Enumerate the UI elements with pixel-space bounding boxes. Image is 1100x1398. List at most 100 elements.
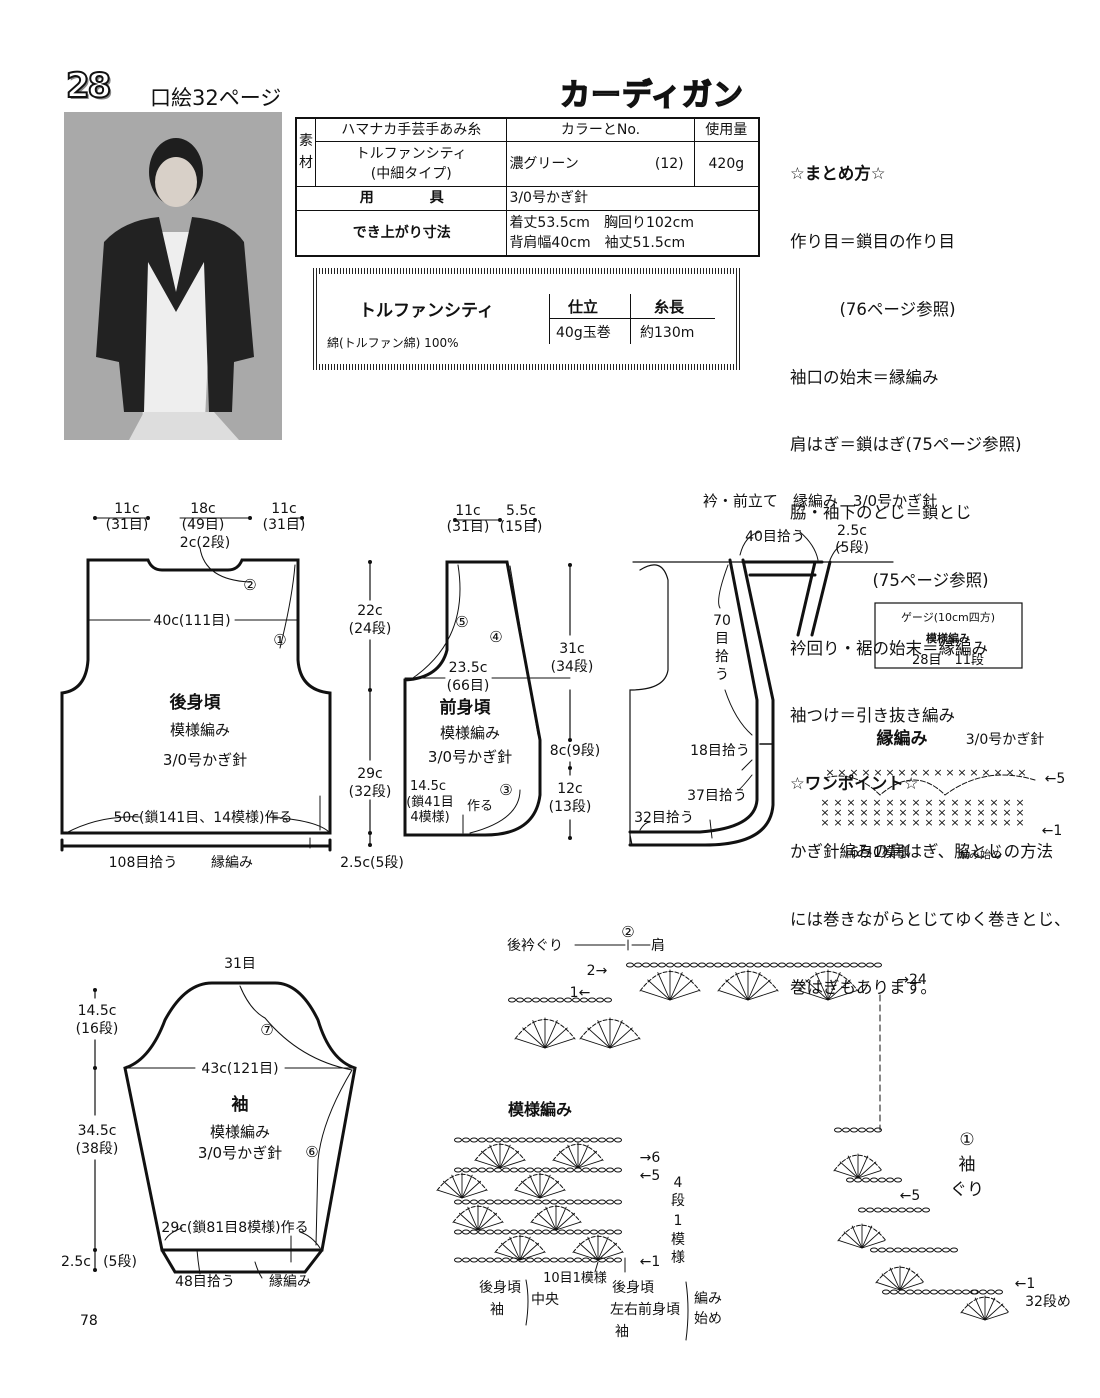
chain-stitch-symbol — [462, 1167, 470, 1173]
double-crochet-symbol — [519, 1236, 531, 1261]
chain-stitch-symbol — [858, 1207, 866, 1213]
chain-stitch-symbol — [558, 1167, 566, 1173]
double-crochet-symbol — [458, 1212, 479, 1231]
chain-stitch-symbol — [866, 962, 874, 968]
chain-stitch-symbol — [556, 997, 564, 1003]
chain-stitch-symbol — [898, 1289, 906, 1295]
neck-row-24: →24 — [897, 972, 927, 988]
collar-guides — [639, 531, 843, 839]
chain-stitch-symbol — [486, 1199, 494, 1205]
front-lower-height: 12c — [557, 781, 583, 797]
double-crochet-symbol — [857, 1170, 882, 1179]
single-crochet-symbol: × — [989, 796, 998, 809]
chain-stitch-symbol — [962, 1289, 970, 1295]
chain-stitch-symbol — [510, 1229, 518, 1235]
chain-stitch-symbol — [890, 1289, 898, 1295]
chain-stitch-symbol — [802, 962, 810, 968]
chain-stitch-symbol — [842, 1127, 850, 1133]
chain-stitch-symbol — [614, 1199, 622, 1205]
front-width-sts: (66目) — [447, 678, 490, 694]
sleeve-diagram: 31目 14.5c (16段) 43c(121目) ⑦ 袖 模様編み 3/0号か… — [61, 956, 357, 1290]
chain-arc-symbol — [514, 1019, 576, 1040]
double-crochet-symbol — [544, 1038, 574, 1049]
double-crochet-symbol — [597, 1236, 609, 1261]
double-crochet-symbol — [553, 1159, 579, 1169]
edging-stitch-marks: ××××××××××××××××××××××××××××××××××××××××… — [820, 766, 1036, 829]
chain-stitch-symbol — [542, 1137, 550, 1143]
armhole-row-1: ←1 — [1015, 1276, 1036, 1292]
gauge-stitch: 模様編み — [926, 631, 970, 645]
double-crochet-symbol — [725, 979, 749, 1001]
chain-stitch-symbol — [722, 962, 730, 968]
chain-stitch-symbol — [874, 1207, 882, 1213]
pattern-stitch-marks — [436, 1137, 624, 1263]
chain-stitch-symbol — [866, 1207, 874, 1213]
chain-stitch-symbol — [550, 1199, 558, 1205]
double-crochet-symbol — [451, 1174, 463, 1199]
double-crochet-symbol — [495, 1251, 521, 1261]
chain-stitch-symbol — [995, 1289, 1003, 1295]
model-figure — [96, 138, 254, 440]
front-dim-shoulder: 11c — [455, 503, 481, 519]
pattern-stitch-chart: 模様編み →6 ←5 ←1 4 段 1 模 様 10目1模様 後身頃 袖 中央 … — [436, 1100, 722, 1341]
double-crochet-symbol — [834, 1170, 859, 1179]
double-crochet-symbol — [544, 1027, 568, 1049]
chain-stitch-symbol — [930, 1289, 938, 1295]
chain-stitch-symbol — [470, 1229, 478, 1235]
gauge-box: ゲージ(10cm四方) 模様編み 28目 11段 — [874, 602, 1023, 669]
chain-stitch-symbol — [478, 1257, 486, 1263]
chain-stitch-symbol — [882, 1207, 890, 1213]
start-fronts-label: 左右前身頃 — [610, 1301, 680, 1318]
chain-stitch-symbol — [862, 1177, 870, 1183]
chain-stitch-symbol — [598, 1167, 606, 1173]
single-crochet-symbol: × — [846, 796, 855, 809]
chain-stitch-symbol — [534, 1229, 542, 1235]
double-crochet-symbol — [545, 1206, 557, 1231]
single-crochet-symbol: × — [885, 806, 894, 819]
note-line: 袖口の始末＝縁編み — [790, 367, 939, 387]
collar-band-diagram: 衿・前立て 縁編み 3/0号かぎ針 40目拾う 2.5c (5段) 70 目 拾… — [628, 492, 937, 847]
back-dim-neck-sts: (49目) — [182, 517, 225, 533]
double-crochet-symbol — [609, 1038, 639, 1049]
front-body-diagram: 11c (31目) 5.5c (15目) ⑤ ④ 23.5c (66目) 前身頃… — [403, 503, 600, 840]
double-crochet-symbol — [573, 1251, 599, 1261]
dimension-dots — [93, 516, 372, 847]
double-crochet-symbol — [555, 1206, 567, 1231]
chain-stitch-symbol — [938, 1289, 946, 1295]
single-crochet-symbol: × — [859, 796, 868, 809]
chain-stitch-symbol — [770, 962, 778, 968]
step-7-marker: ⑦ — [260, 1021, 273, 1039]
single-crochet-symbol: × — [989, 816, 998, 829]
armhole-stitch-marks — [833, 1127, 1010, 1321]
double-crochet-symbol — [531, 1221, 557, 1231]
tools-value: 3/0号かぎ針 — [506, 185, 760, 211]
single-crochet-symbol: × — [873, 766, 882, 779]
double-crochet-symbol — [509, 1236, 521, 1261]
sleeve-cap-height: 14.5c — [78, 1003, 117, 1019]
front-width: 23.5c — [449, 660, 488, 676]
double-crochet-symbol — [861, 1225, 873, 1249]
chain-stitch-symbol — [470, 1199, 478, 1205]
chain-stitch-symbol — [518, 1137, 526, 1143]
sleeve-body-height: 34.5c — [78, 1123, 117, 1139]
chart-braces — [525, 1257, 689, 1341]
double-crochet-symbol — [532, 1020, 546, 1049]
chain-stitch-symbol — [582, 1229, 590, 1235]
chain-stitch-symbol — [914, 1289, 922, 1295]
single-crochet-symbol: × — [833, 806, 842, 819]
chain-stitch-symbol — [590, 1137, 598, 1143]
single-crochet-symbol: × — [963, 816, 972, 829]
chain-stitch-symbol — [682, 962, 690, 968]
double-crochet-symbol — [984, 1297, 996, 1321]
page-title: カーディガン — [559, 77, 744, 114]
chain-stitch-symbol — [510, 1199, 518, 1205]
chain-stitch-symbol — [658, 962, 666, 968]
chain-stitch-symbol — [462, 1229, 470, 1235]
back-center-label: 後身頃 — [479, 1280, 521, 1296]
chain-stitch-symbol — [642, 962, 650, 968]
chain-stitch-symbol — [950, 1247, 958, 1253]
single-crochet-symbol: × — [993, 766, 1002, 779]
collar-pick-70: う — [715, 667, 729, 683]
chain-stitch-symbol — [526, 1229, 534, 1235]
chain-stitch-symbol — [478, 1229, 486, 1235]
